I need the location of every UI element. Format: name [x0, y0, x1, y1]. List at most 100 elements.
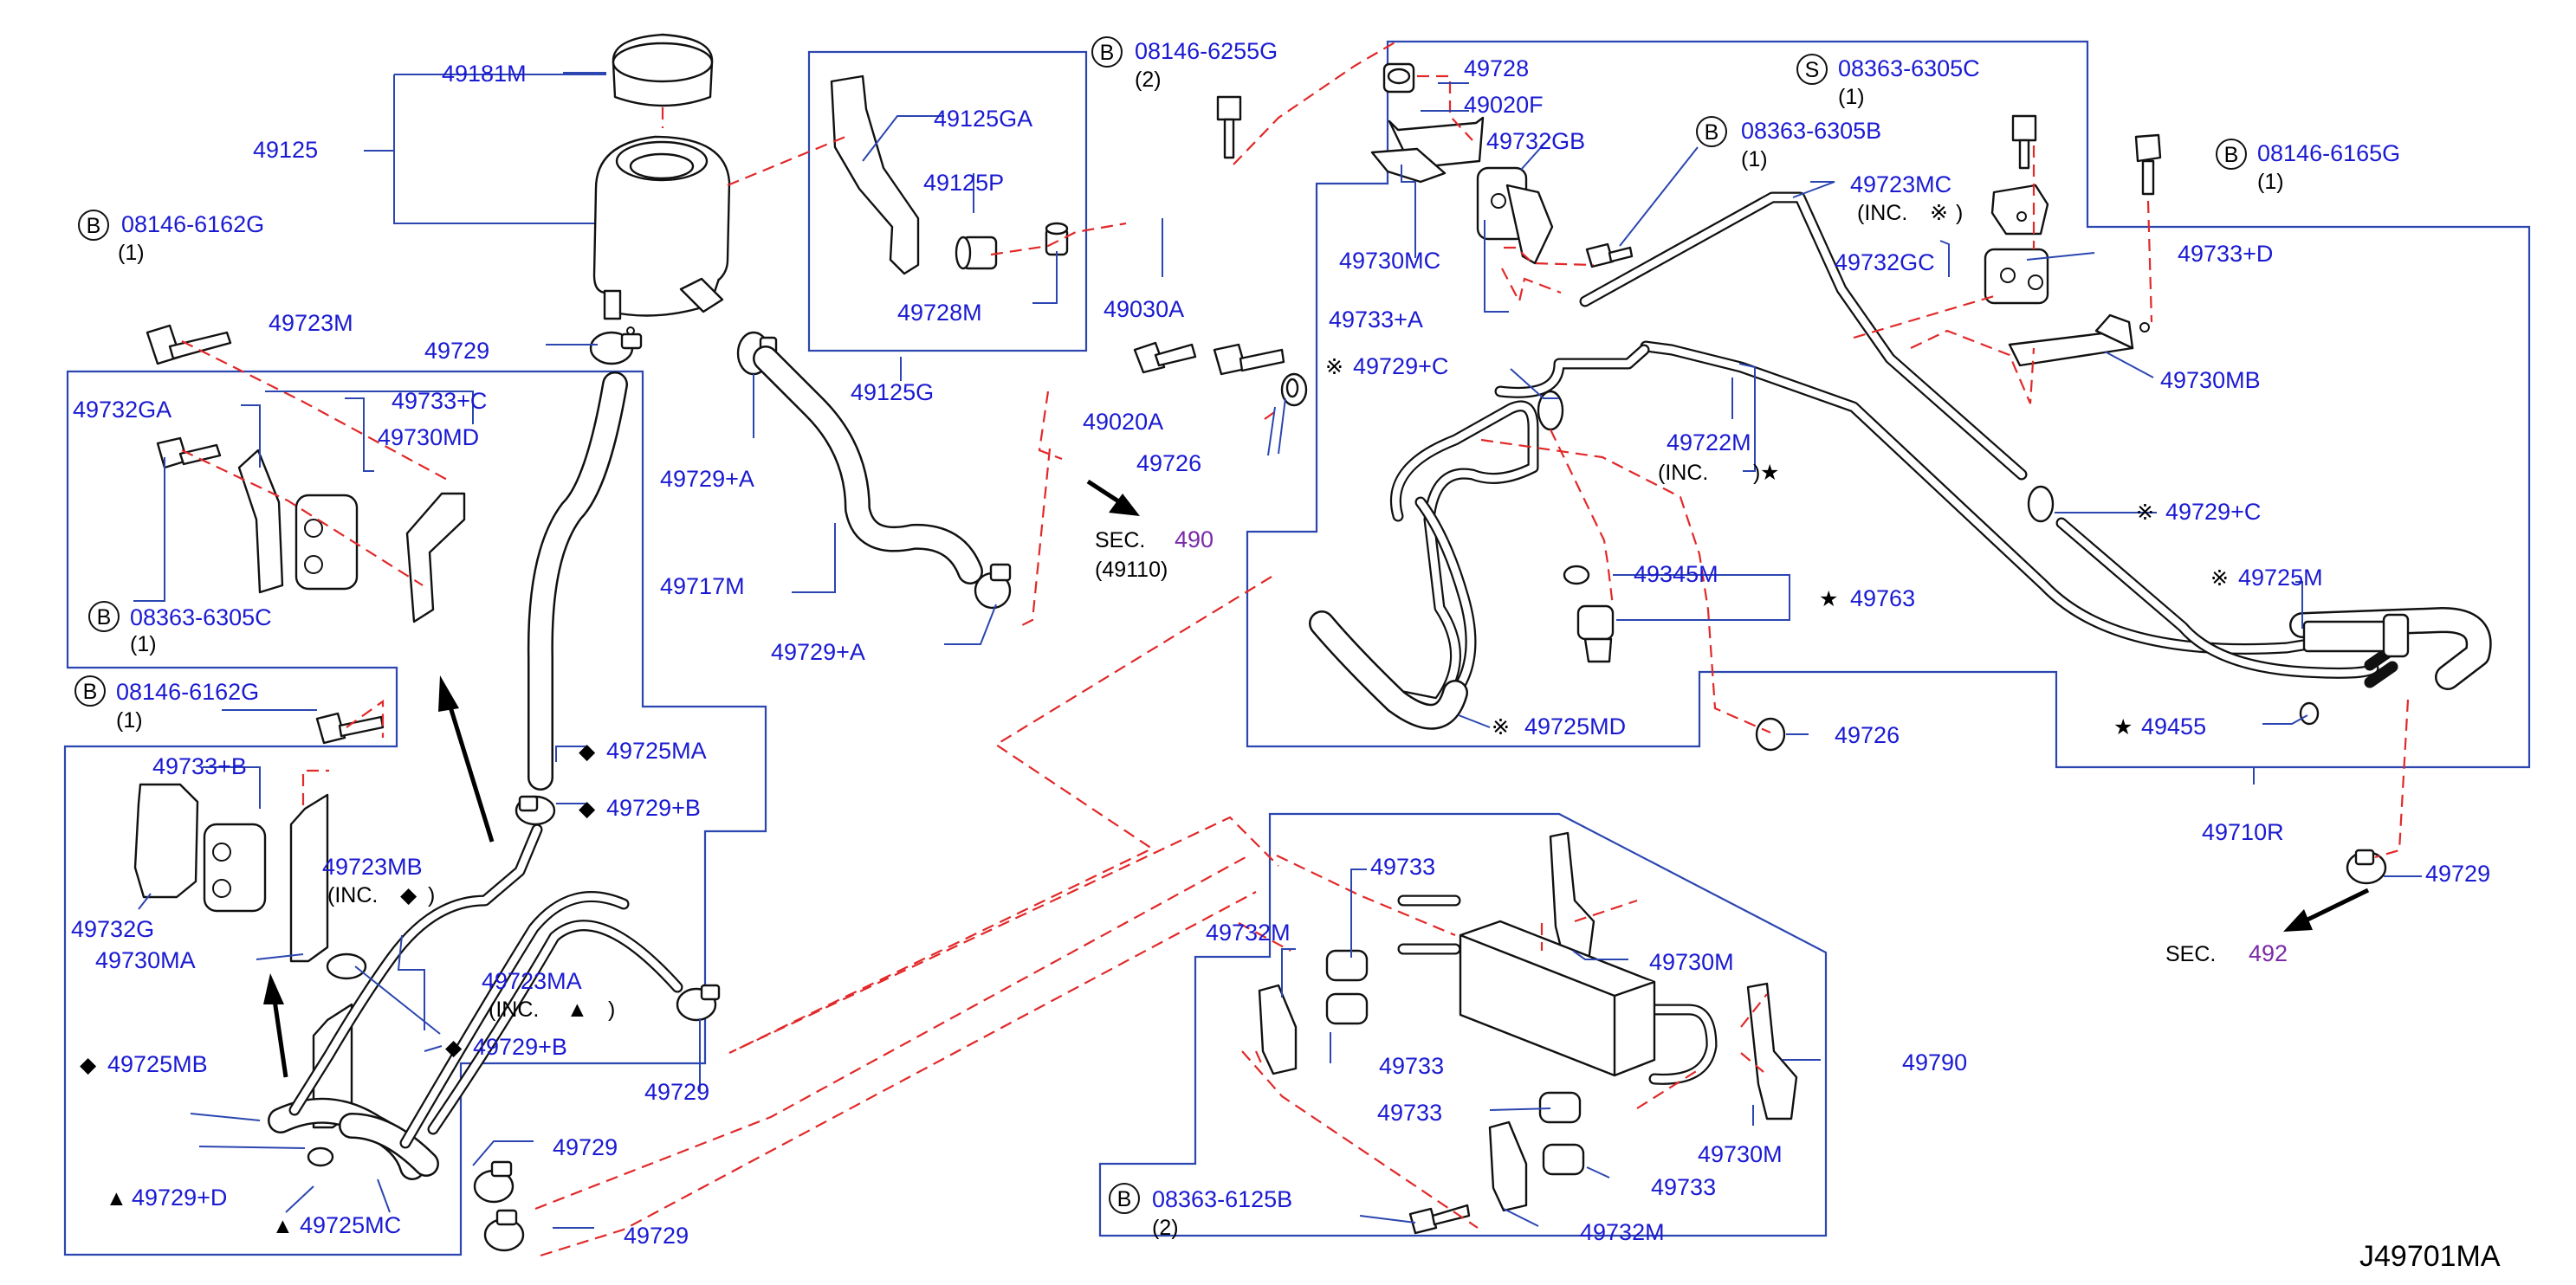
pressure-switch-icon: [1563, 565, 1615, 663]
label-mark-diamond: ◆: [400, 883, 417, 907]
label-49020A[interactable]: 49020A: [1083, 409, 1163, 435]
label-49733+B[interactable]: 49733+B: [152, 753, 247, 779]
label-49763[interactable]: 49763: [1850, 585, 1915, 611]
label-49729+A[interactable]: 49729+A: [660, 466, 754, 492]
label-49726[interactable]: 49726: [1136, 450, 1201, 476]
label-mark-reference: ※: [2210, 566, 2229, 591]
label-49729[interactable]: 49729: [2425, 861, 2490, 887]
label-49729+A[interactable]: 49729+A: [771, 639, 865, 665]
label-49732GB[interactable]: 49732GB: [1486, 128, 1585, 154]
label-49732GA[interactable]: 49732GA: [73, 397, 172, 423]
label-49733[interactable]: 49733: [1377, 1100, 1442, 1126]
label-inc: (INC.: [1857, 201, 1907, 225]
label-49729[interactable]: 49729: [553, 1134, 618, 1160]
label-08363-6305C[interactable]: 08363-6305C: [1838, 55, 1980, 81]
hose-fitting: [2302, 613, 2410, 658]
label-49732M[interactable]: 49732M: [1206, 920, 1291, 946]
label-49733+C[interactable]: 49733+C: [392, 388, 487, 414]
label-qty: (1): [116, 708, 143, 733]
label-49723MB[interactable]: 49723MB: [322, 854, 423, 880]
marker-b: B: [2224, 143, 2239, 167]
label-49730M[interactable]: 49730M: [1698, 1141, 1783, 1167]
label-49730M[interactable]: 49730M: [1649, 949, 1734, 975]
rubber-hoses: [268, 345, 2492, 1180]
label-08363-6305B[interactable]: 08363-6305B: [1741, 118, 1881, 144]
label-49733[interactable]: 49733: [1370, 854, 1435, 880]
label-49733+D[interactable]: 49733+D: [2178, 241, 2273, 267]
label-49732M[interactable]: 49732M: [1580, 1219, 1665, 1245]
label-08363-6125B[interactable]: 08363-6125B: [1152, 1186, 1292, 1212]
label-49455[interactable]: 49455: [2141, 714, 2206, 739]
label-49790[interactable]: 49790: [1902, 1049, 1967, 1075]
marker-s: S: [1805, 58, 1820, 82]
label-49717M[interactable]: 49717M: [660, 573, 745, 599]
label-49125P[interactable]: 49125P: [923, 170, 1004, 196]
label-paren: ): [1956, 201, 1963, 225]
label-49723MA[interactable]: 49723MA: [482, 968, 582, 994]
label-49729+C[interactable]: 49729+C: [1353, 353, 1448, 379]
label-49732GC[interactable]: 49732GC: [1835, 249, 1935, 275]
label-49729+B[interactable]: 49729+B: [606, 795, 701, 821]
label-49181M[interactable]: 49181M: [442, 61, 527, 87]
label-49020F[interactable]: 49020F: [1464, 92, 1544, 118]
label-49030A[interactable]: 49030A: [1104, 296, 1184, 322]
label-mark-triangle: ▲: [106, 1186, 127, 1211]
label-49733+A[interactable]: 49733+A: [1329, 307, 1423, 333]
label-49728[interactable]: 49728: [1464, 55, 1529, 81]
dashed-guide-lines: [181, 41, 2410, 1257]
label-49728M[interactable]: 49728M: [897, 300, 982, 326]
label-49729[interactable]: 49729: [644, 1079, 709, 1105]
bolt-icon: [146, 95, 2162, 1235]
leader-lines: [133, 72, 2422, 1229]
label-49729[interactable]: 49729: [624, 1223, 689, 1249]
label-49729+D[interactable]: 49729+D: [132, 1185, 227, 1211]
label-mark-diamond: ◆: [579, 739, 596, 764]
label-49710R[interactable]: 49710R: [2202, 819, 2284, 845]
label-49733[interactable]: 49733: [1379, 1053, 1444, 1079]
label-49730MC[interactable]: 49730MC: [1339, 248, 1440, 274]
bracket-49125GA: [830, 74, 920, 275]
link-sec-492[interactable]: 492: [2249, 940, 2288, 966]
label-mark-reference: ※: [1325, 355, 1343, 379]
label-49725MC[interactable]: 49725MC: [300, 1212, 401, 1238]
o-ring-icon: [1280, 372, 2320, 752]
marker-b: B: [87, 214, 101, 238]
label-49730MB[interactable]: 49730MB: [2160, 367, 2261, 393]
label-49729+C[interactable]: 49729+C: [2165, 499, 2261, 525]
label-49345M[interactable]: 49345M: [1634, 561, 1718, 587]
label-mark-diamond: ◆: [445, 1036, 463, 1060]
label-08363-6305C[interactable]: 08363-6305C: [130, 604, 272, 630]
label-49729+B[interactable]: 49729+B: [473, 1034, 567, 1060]
label-49722M[interactable]: 49722M: [1667, 429, 1751, 455]
label-sec-sub: (49110): [1095, 558, 1168, 582]
label-qty: (1): [2257, 170, 2284, 194]
label-49725M[interactable]: 49725M: [2238, 565, 2323, 591]
marker-b: B: [1100, 41, 1115, 65]
label-49723M[interactable]: 49723M: [269, 310, 353, 336]
label-08146-6162G[interactable]: 08146-6162G: [121, 211, 264, 237]
link-sec-490[interactable]: 490: [1175, 526, 1214, 552]
marker-b: B: [1705, 120, 1719, 145]
label-qty: (1): [130, 632, 157, 656]
diagram-code: J49701MA: [2359, 1240, 2501, 1273]
label-49729[interactable]: 49729: [424, 338, 489, 364]
label-08146-6255G[interactable]: 08146-6255G: [1135, 38, 1278, 64]
label-08146-6165G[interactable]: 08146-6165G: [2257, 140, 2400, 166]
label-49733[interactable]: 49733: [1651, 1174, 1716, 1200]
label-49726[interactable]: 49726: [1835, 722, 1900, 748]
label-49725MA[interactable]: 49725MA: [606, 738, 707, 764]
clamp-icon: [307, 331, 2387, 1252]
label-49732G[interactable]: 49732G: [71, 916, 154, 942]
label-49723MC[interactable]: 49723MC: [1850, 171, 1951, 197]
label-49730MD[interactable]: 49730MD: [378, 424, 479, 450]
label-49125[interactable]: 49125: [253, 137, 318, 163]
label-49125G[interactable]: 49125G: [851, 379, 934, 405]
label-qty: (1): [118, 241, 145, 265]
label-49730MA[interactable]: 49730MA: [95, 947, 196, 973]
label-mark-star: ★: [1819, 587, 1838, 611]
label-sec: SEC.: [1095, 528, 1145, 552]
label-49725MD[interactable]: 49725MD: [1524, 714, 1626, 739]
label-49125GA[interactable]: 49125GA: [934, 106, 1032, 132]
label-49725MB[interactable]: 49725MB: [107, 1051, 208, 1077]
label-08146-6162G[interactable]: 08146-6162G: [116, 679, 259, 705]
